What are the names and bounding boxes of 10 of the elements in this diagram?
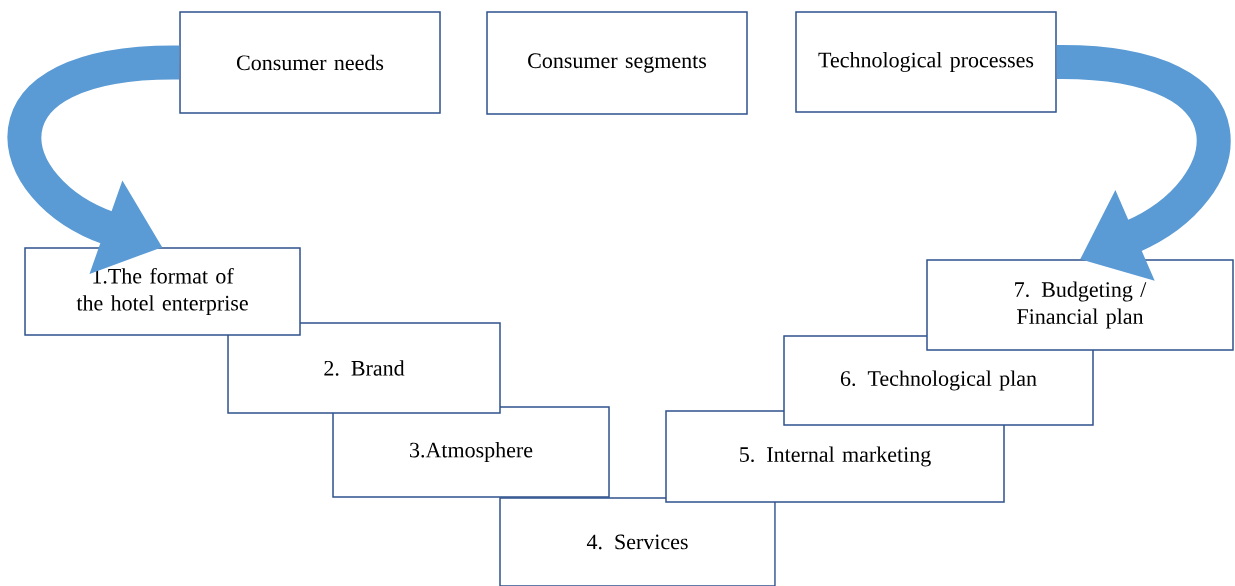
- process-box: 2. Brand: [227, 322, 501, 414]
- process-box: Technological processes: [795, 11, 1057, 113]
- process-box: 1.The format of the hotel enterprise: [24, 247, 301, 336]
- process-box: 4. Services: [499, 497, 776, 586]
- process-box: 6. Technological plan: [783, 335, 1094, 426]
- process-box: Consumer segments: [486, 11, 748, 115]
- process-box: Consumer needs: [179, 11, 441, 114]
- process-box: 7. Budgeting / Financial plan: [926, 259, 1234, 351]
- process-box: 3.Atmosphere: [332, 406, 610, 498]
- curved-arrow: [1056, 45, 1230, 281]
